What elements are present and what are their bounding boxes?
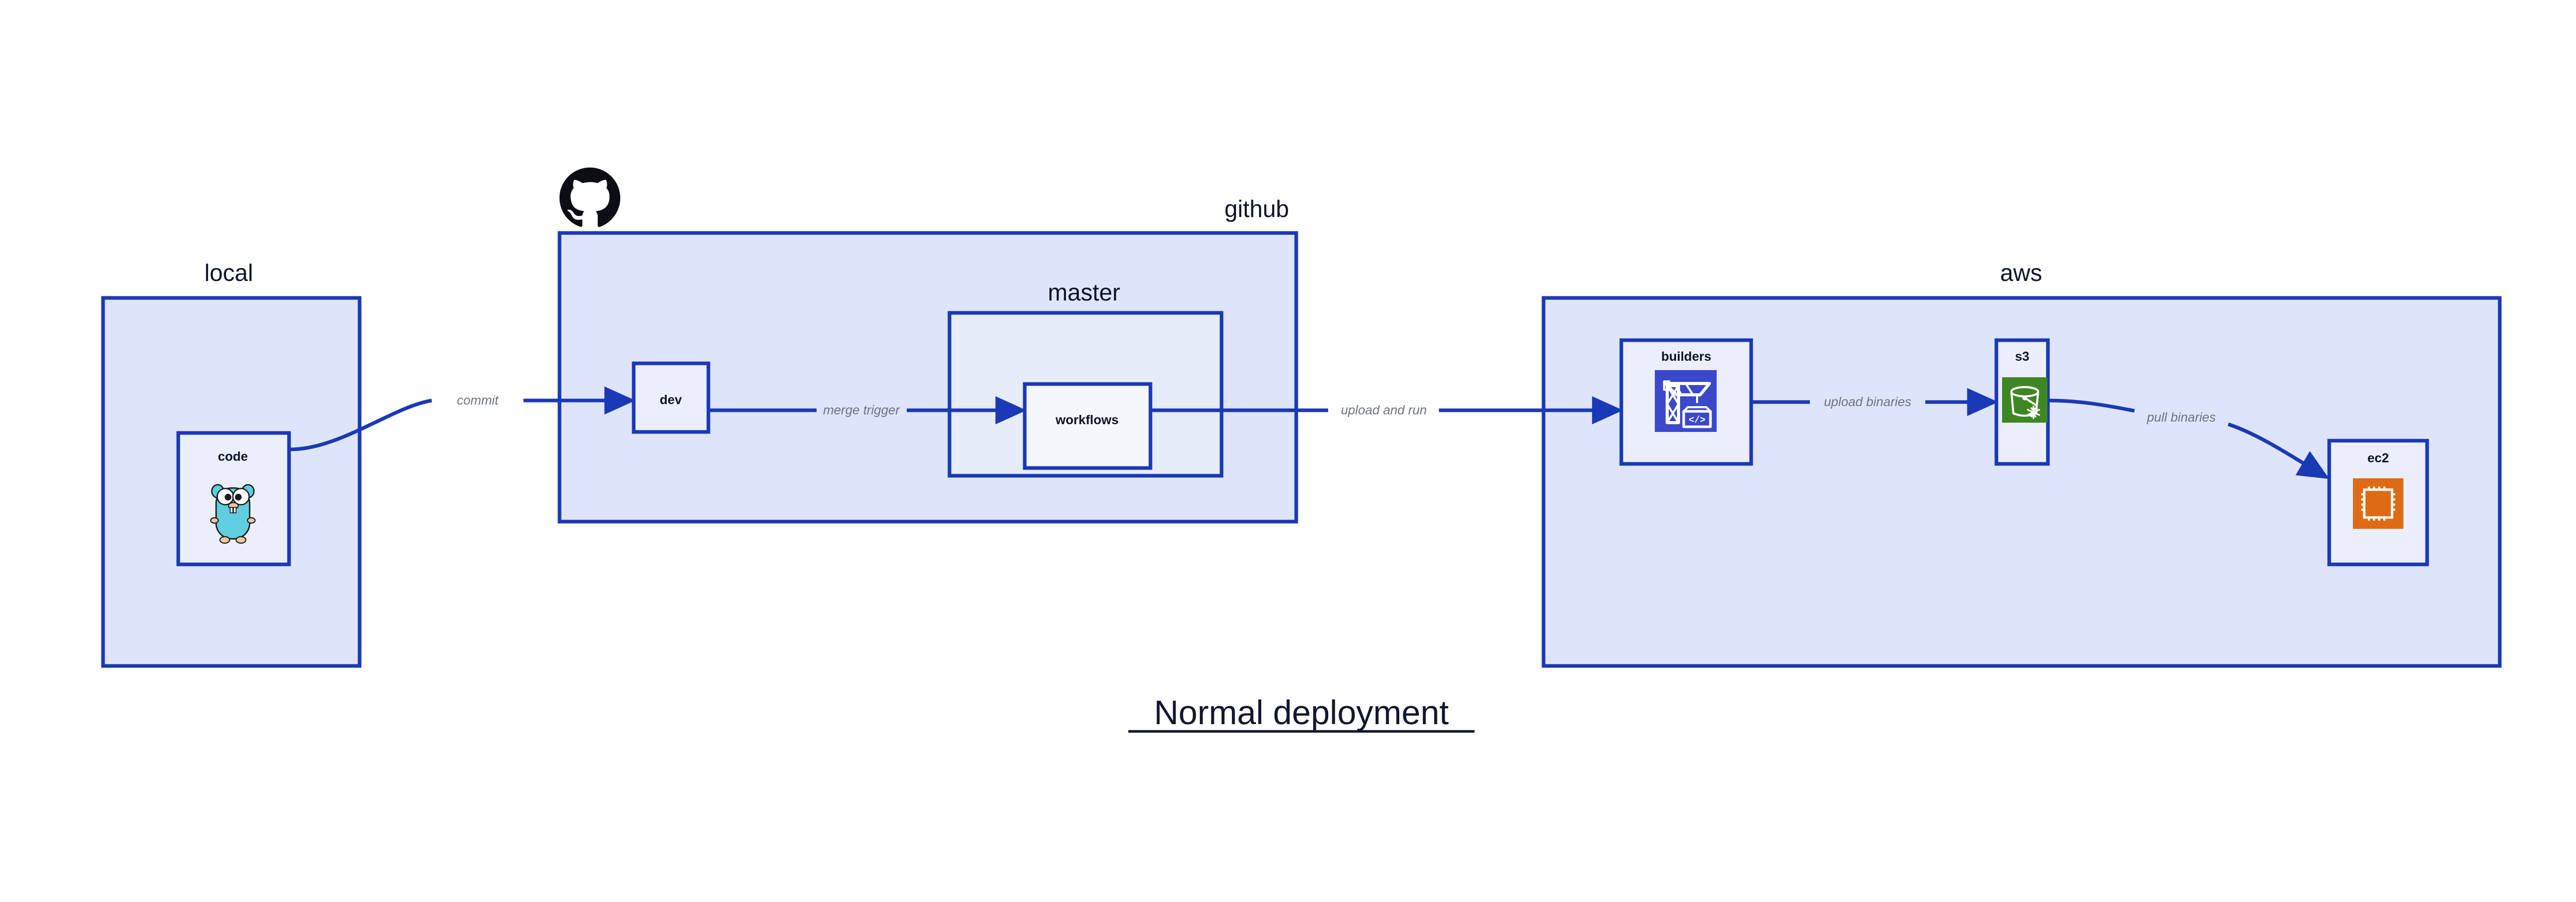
aws-codebuild-icon: </> [1655,370,1717,432]
edge-label-pull-binaries: pull binaries [2146,410,2215,425]
node-workflows[interactable] [1023,382,1153,470]
group-label-master: master [1048,279,1121,306]
aws-s3-glacier-icon [2002,377,2047,423]
node-label-ec2: ec2 [2367,451,2389,465]
edge-pull-binaries-curve-right [2227,422,2330,479]
svg-text:</>: </> [1689,415,1705,426]
edge-label-commit: commit [457,393,499,408]
aws-ec2-icon [2353,478,2403,529]
go-gopher-icon [210,484,256,544]
node-label-dev: dev [659,393,682,407]
node-label-s3: s3 [2015,349,2029,364]
group-label-local: local [205,259,253,286]
group-label-aws: aws [2000,259,2042,286]
github-octocat-icon [560,168,620,227]
edge-pull-binaries-curve-left [2047,398,2135,413]
node-label-workflows: workflows [1055,413,1118,427]
edge-label-merge-trigger: merge trigger [823,403,901,417]
diagram-title: Normal deployment [1154,693,1449,731]
edge-commit-curve [289,398,432,452]
edge-label-upload-binaries: upload binaries [1824,395,1911,409]
node-label-builders: builders [1661,349,1711,364]
node-label-code: code [218,449,248,464]
group-label-github: github [1225,195,1289,222]
edge-label-upload-and-run: upload and run [1341,403,1427,417]
